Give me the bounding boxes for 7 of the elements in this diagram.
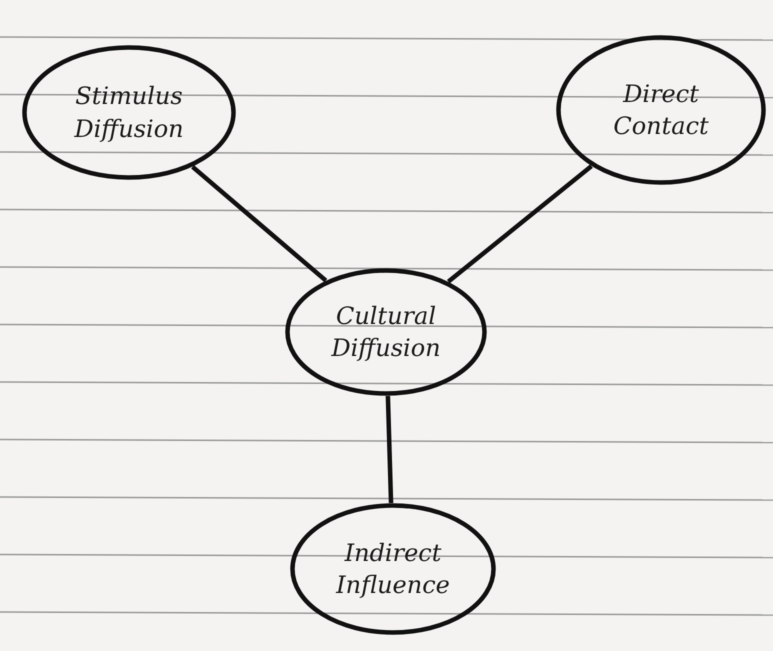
connector-line: [446, 164, 593, 284]
node-label: Stimulus Diffusion: [73, 81, 185, 144]
connector-line: [191, 165, 328, 282]
node-label: Indirect Influence: [334, 538, 451, 601]
node-label: Direct Contact: [612, 78, 710, 142]
node-label: Cultural Diffusion: [330, 300, 442, 364]
connector-line: [386, 396, 394, 504]
